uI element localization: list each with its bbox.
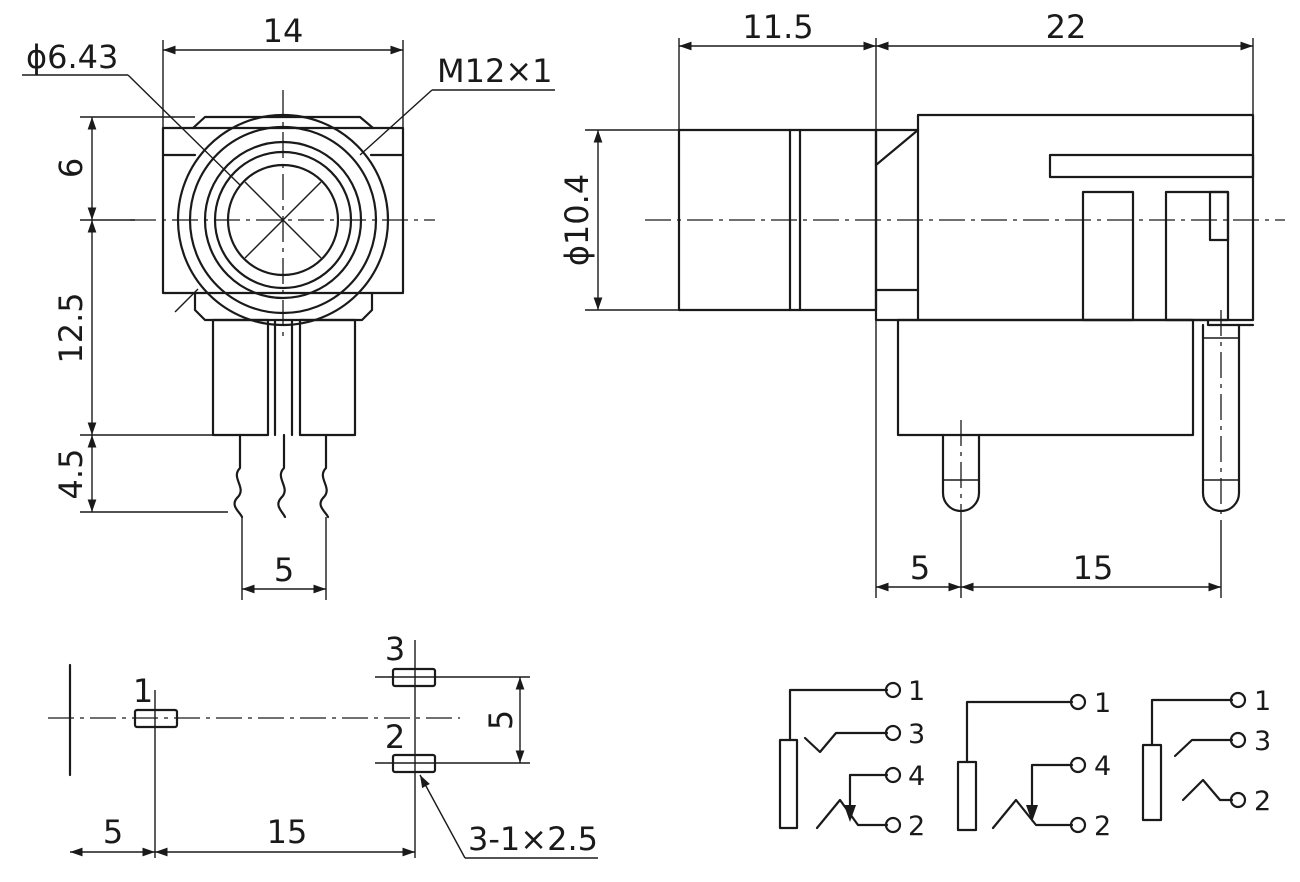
dim-thread: M12×1 [437, 52, 553, 90]
schematic-c: 1 3 2 [1141, 686, 1271, 822]
dim-width-14: 14 [263, 12, 304, 50]
dim-barrel-diameter: ϕ10.4 [558, 174, 596, 266]
dim-front-length: 11.5 [742, 8, 813, 46]
dim-height-4-5: 4.5 [52, 449, 90, 500]
schematic-b-terminal-1: 1 [1094, 688, 1111, 719]
schematic-a-terminal-2: 2 [908, 811, 925, 842]
side-view: 11.5 22 ϕ10.4 [558, 8, 1285, 598]
pad-2-label: 2 [385, 718, 405, 756]
schematic-c-terminal-3: 3 [1254, 726, 1271, 757]
pad-3-label: 3 [385, 630, 405, 668]
schematic-a-terminal-1: 1 [908, 676, 925, 707]
schematic-c-terminal-2: 2 [1254, 786, 1271, 817]
pad-2 [391, 753, 437, 774]
pad-3 [391, 667, 437, 688]
dim-body-length: 22 [1046, 8, 1087, 46]
schematic-b-terminal-4: 4 [1094, 751, 1111, 782]
dim-pin-spacing: 15 [1073, 549, 1114, 587]
dim-pin-offset: 5 [910, 549, 930, 587]
dim-footprint-spacing: 15 [267, 813, 308, 851]
schematic-a-terminal-4: 4 [908, 761, 925, 792]
schematic-a: 1 3 4 2 [778, 676, 925, 842]
front-view: 14 ϕ6.43 M12×1 [22, 12, 555, 600]
pad-1 [133, 708, 179, 729]
schematic-c-terminal-1: 1 [1254, 686, 1271, 717]
dim-footprint-pitch: 5 [482, 710, 520, 730]
dim-height-6: 6 [52, 158, 90, 178]
pcb-footprint: 1 3 2 5 5 15 3-1×2.5 [48, 630, 598, 859]
dim-height-12-5: 12.5 [52, 292, 90, 363]
schematic-a-terminal-3: 3 [908, 719, 925, 750]
dim-hole-diameter: ϕ6.43 [26, 38, 118, 76]
dim-pad-size: 3-1×2.5 [468, 820, 598, 858]
dim-pin-pitch: 5 [274, 551, 294, 589]
schematic-b-terminal-2: 2 [1094, 811, 1111, 842]
pad-1-label: 1 [133, 672, 153, 710]
dim-footprint-offset: 5 [103, 813, 123, 851]
schematic-b: 1 4 2 [956, 688, 1111, 842]
